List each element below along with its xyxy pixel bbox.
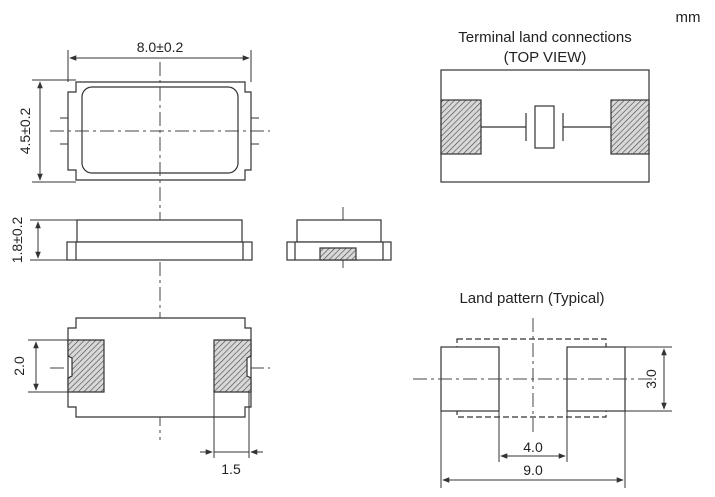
units-label: mm [676,9,701,26]
end-view [286,219,392,261]
dim-width-label: 4.5±0.2 [17,107,33,154]
side-view-lid [76,219,243,243]
dim-land-inner [498,411,568,462]
terminal-pad-left [440,99,482,155]
dim-land-outer-label: 9.0 [523,462,543,478]
bottom-view-body [67,317,252,418]
dim-land-inner-label: 4.0 [523,439,543,455]
bottom-view-pad-left [67,339,105,393]
bottom-view-pad-right [213,339,252,393]
side-view [66,219,253,261]
land-centre-lines [413,318,652,435]
dim-length [67,50,252,82]
dim-pad-height-label: 2.0 [11,356,27,376]
dim-pad-height [28,339,68,393]
terminal-title-line1: Terminal land connections [458,29,631,46]
dim-land-height-label: 3.0 [643,369,659,389]
dim-pad-width [200,392,263,458]
end-view-lid [296,219,382,243]
dim-height [30,219,77,261]
dim-height-label: 1.8±0.2 [9,216,25,263]
side-view-base [66,241,253,261]
terminal-connection-diagram [440,69,650,183]
dim-width [32,79,76,183]
dim-length-label: 8.0±0.2 [137,39,184,55]
bottom-view [67,317,252,418]
crystal-symbol [534,105,555,149]
dim-land-height [606,346,672,412]
land-pattern-title: Land pattern (Typical) [459,290,604,307]
terminal-pad-right [610,99,650,155]
terminal-title-line2: (TOP VIEW) [504,49,587,66]
dim-land-outer [440,411,626,488]
end-view-terminal [319,247,357,261]
dim-pad-width-label: 1.5 [221,461,241,477]
